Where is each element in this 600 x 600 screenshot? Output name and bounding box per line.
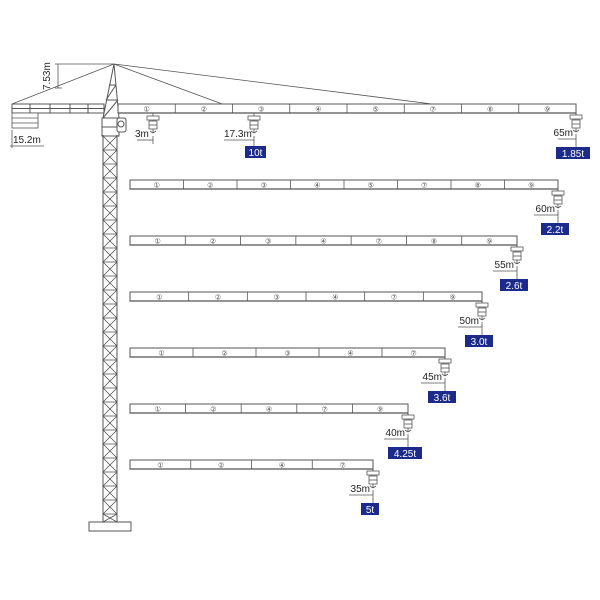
jib-pendants <box>11 63 441 106</box>
jib-config-tip-trolley <box>475 302 489 308</box>
jib-config-section-label: ④ <box>279 462 285 470</box>
min-radius-marker <box>137 113 160 144</box>
jib-config-section-label: ④ <box>266 406 272 414</box>
jib-config-tip-load-label: 2.6t <box>506 281 523 292</box>
max-load-radius-label: 17.3m <box>224 129 252 140</box>
jib-config-section-label: ④ <box>332 294 338 302</box>
jib-config-section-label: ⑦ <box>321 406 327 414</box>
counter-jib-dimension <box>10 130 44 148</box>
jib-config-section-label: ⑦ <box>421 182 427 190</box>
jib-config-section-label: ③ <box>284 350 290 358</box>
tower-base <box>88 521 132 532</box>
jib-config-section-label: ② <box>207 182 213 190</box>
jib-config-tip-radius-label: 45m <box>423 372 442 383</box>
jib-config-tip-radius-label: 50m <box>460 316 479 327</box>
counterweight <box>11 112 39 129</box>
jib-config-section-label: ② <box>218 462 224 470</box>
jib-config-tip-radius-label: 60m <box>536 204 555 215</box>
jib-config: ① ② ③ ④ ⑤ ⑦ ⑧ ⑨ 60m 2.2t <box>129 179 569 236</box>
main-jib-section-label: ⑧ <box>487 106 493 114</box>
tower-lattice <box>102 135 118 523</box>
jib-config-section-label: ③ <box>274 294 280 302</box>
jib-config-section-label: ④ <box>320 238 326 246</box>
jib-config-section-label: ② <box>210 238 216 246</box>
jib-config-section-label: ① <box>154 182 160 190</box>
jib-config-section-label: ① <box>155 406 161 414</box>
jib-config: ① ② ③ ④ ⑦ ⑧ ⑨ 55m 2.6t <box>129 235 528 292</box>
main-jib-tip-load-label: 1.85t <box>562 149 584 160</box>
jib-config-section-label: ⑨ <box>528 182 534 190</box>
main-jib-tip-load-badge <box>556 147 590 159</box>
jib-config-tip-radius-label: 55m <box>495 260 514 271</box>
jib-config-section-label: ⑨ <box>450 294 456 302</box>
jib-config-section-label: ④ <box>347 350 353 358</box>
main-jib-section-label: ② <box>201 106 207 114</box>
jib-config-tip-load-label: 3.0t <box>471 337 488 348</box>
jib-config-section-label: ⑧ <box>431 238 437 246</box>
height-dimension <box>55 63 114 89</box>
jib-config-section-label: ③ <box>261 182 267 190</box>
jib-config-tip-load-badge <box>388 447 422 459</box>
jib-config-section-label: ② <box>215 294 221 302</box>
jib-config-tip-load-label: 5t <box>366 505 375 516</box>
jib-config-tip-trolley <box>551 190 565 196</box>
jib-config-tip-trolley <box>366 470 380 476</box>
jib-config-section-label: ② <box>221 350 227 358</box>
jib-config-section-label: ⑦ <box>376 238 382 246</box>
main-jib: ① ② ③ ④ ⑤ ⑦ ⑧ ⑨ 65m 1.85t <box>117 103 590 160</box>
tower-head <box>101 63 120 137</box>
jib-config-tip-load-label: 2.2t <box>547 225 564 236</box>
jib-config-tip-load-label: 3.6t <box>434 393 451 404</box>
jib-config-tip-load-badge <box>541 223 569 235</box>
jib-config-section-label: ⑦ <box>410 350 416 358</box>
jib-config-tip-radius-label: 35m <box>351 484 370 495</box>
operator-cab <box>116 117 127 133</box>
max-load-marker <box>224 113 261 146</box>
jib-config: ① ② ④ ⑦ 35m 5t <box>129 459 380 516</box>
jib-config-tip-load-badge <box>428 391 456 403</box>
jib-config-section-label: ① <box>158 350 164 358</box>
jib-config-tip-trolley <box>401 414 415 420</box>
jib-config-tip-load-badge <box>500 279 528 291</box>
main-jib-section-label: ④ <box>315 106 321 114</box>
jib-config-section-label: ① <box>157 462 163 470</box>
jib-config-tip-load-badge <box>465 335 493 347</box>
top-height-label: 7.53m <box>42 62 53 90</box>
main-jib-section-label: ① <box>143 106 149 114</box>
jib-config-tip-trolley <box>438 358 452 364</box>
jib-config-section-label: ⑤ <box>368 182 374 190</box>
jib-config-section-label: ⑨ <box>486 238 492 246</box>
jib-configurations: ① ② ③ ④ ⑤ ⑦ ⑧ ⑨ 60m 2.2t ① ② ③ ④ ⑦ ⑧ ⑨ 55m 2.6t ① ② ③ ④ ⑦ ⑨ 50m 3.… <box>129 179 569 516</box>
min-radius-label: 3m <box>135 129 149 140</box>
jib-config-section-label: ① <box>155 238 161 246</box>
tower-mast <box>102 135 118 522</box>
jib-config: ① ② ③ ④ ⑦ 45m 3.6t <box>129 347 456 404</box>
jib-config-tip-load-label: 4.25t <box>394 449 416 460</box>
jib-config-tip-radius-label: 40m <box>386 428 405 439</box>
jib-config-section-label: ④ <box>314 182 320 190</box>
main-jib-tip-trolley <box>569 114 583 120</box>
jib-config-section-label: ⑨ <box>377 406 383 414</box>
jib-config-section-label: ② <box>210 406 216 414</box>
jib-config-section-label: ⑧ <box>475 182 481 190</box>
jib-config-section-label: ③ <box>265 238 271 246</box>
max-load-label: 10t <box>249 148 263 159</box>
jib-config-tip-load-badge <box>361 503 379 515</box>
main-jib-section-label: ⑨ <box>544 106 550 114</box>
max-load-badge <box>245 146 266 158</box>
jib-config-tip-trolley <box>510 246 524 252</box>
jib-config-section-label: ① <box>156 294 162 302</box>
jib-config: ① ② ③ ④ ⑦ ⑨ 50m 3.0t <box>129 291 493 348</box>
main-jib-section-label: ⑤ <box>372 106 378 114</box>
jib-config: ① ② ④ ⑦ ⑨ 40m 4.25t <box>129 403 422 460</box>
jib-config-section-label: ⑦ <box>339 462 345 470</box>
main-jib-tip-radius-label: 65m <box>554 128 573 139</box>
jib-config-section-label: ⑦ <box>391 294 397 302</box>
counter-jib-label: 15.2m <box>13 135 41 146</box>
main-jib-section-label: ⑦ <box>430 106 436 114</box>
counter-jib <box>11 103 105 114</box>
main-jib-section-label: ③ <box>258 106 264 114</box>
